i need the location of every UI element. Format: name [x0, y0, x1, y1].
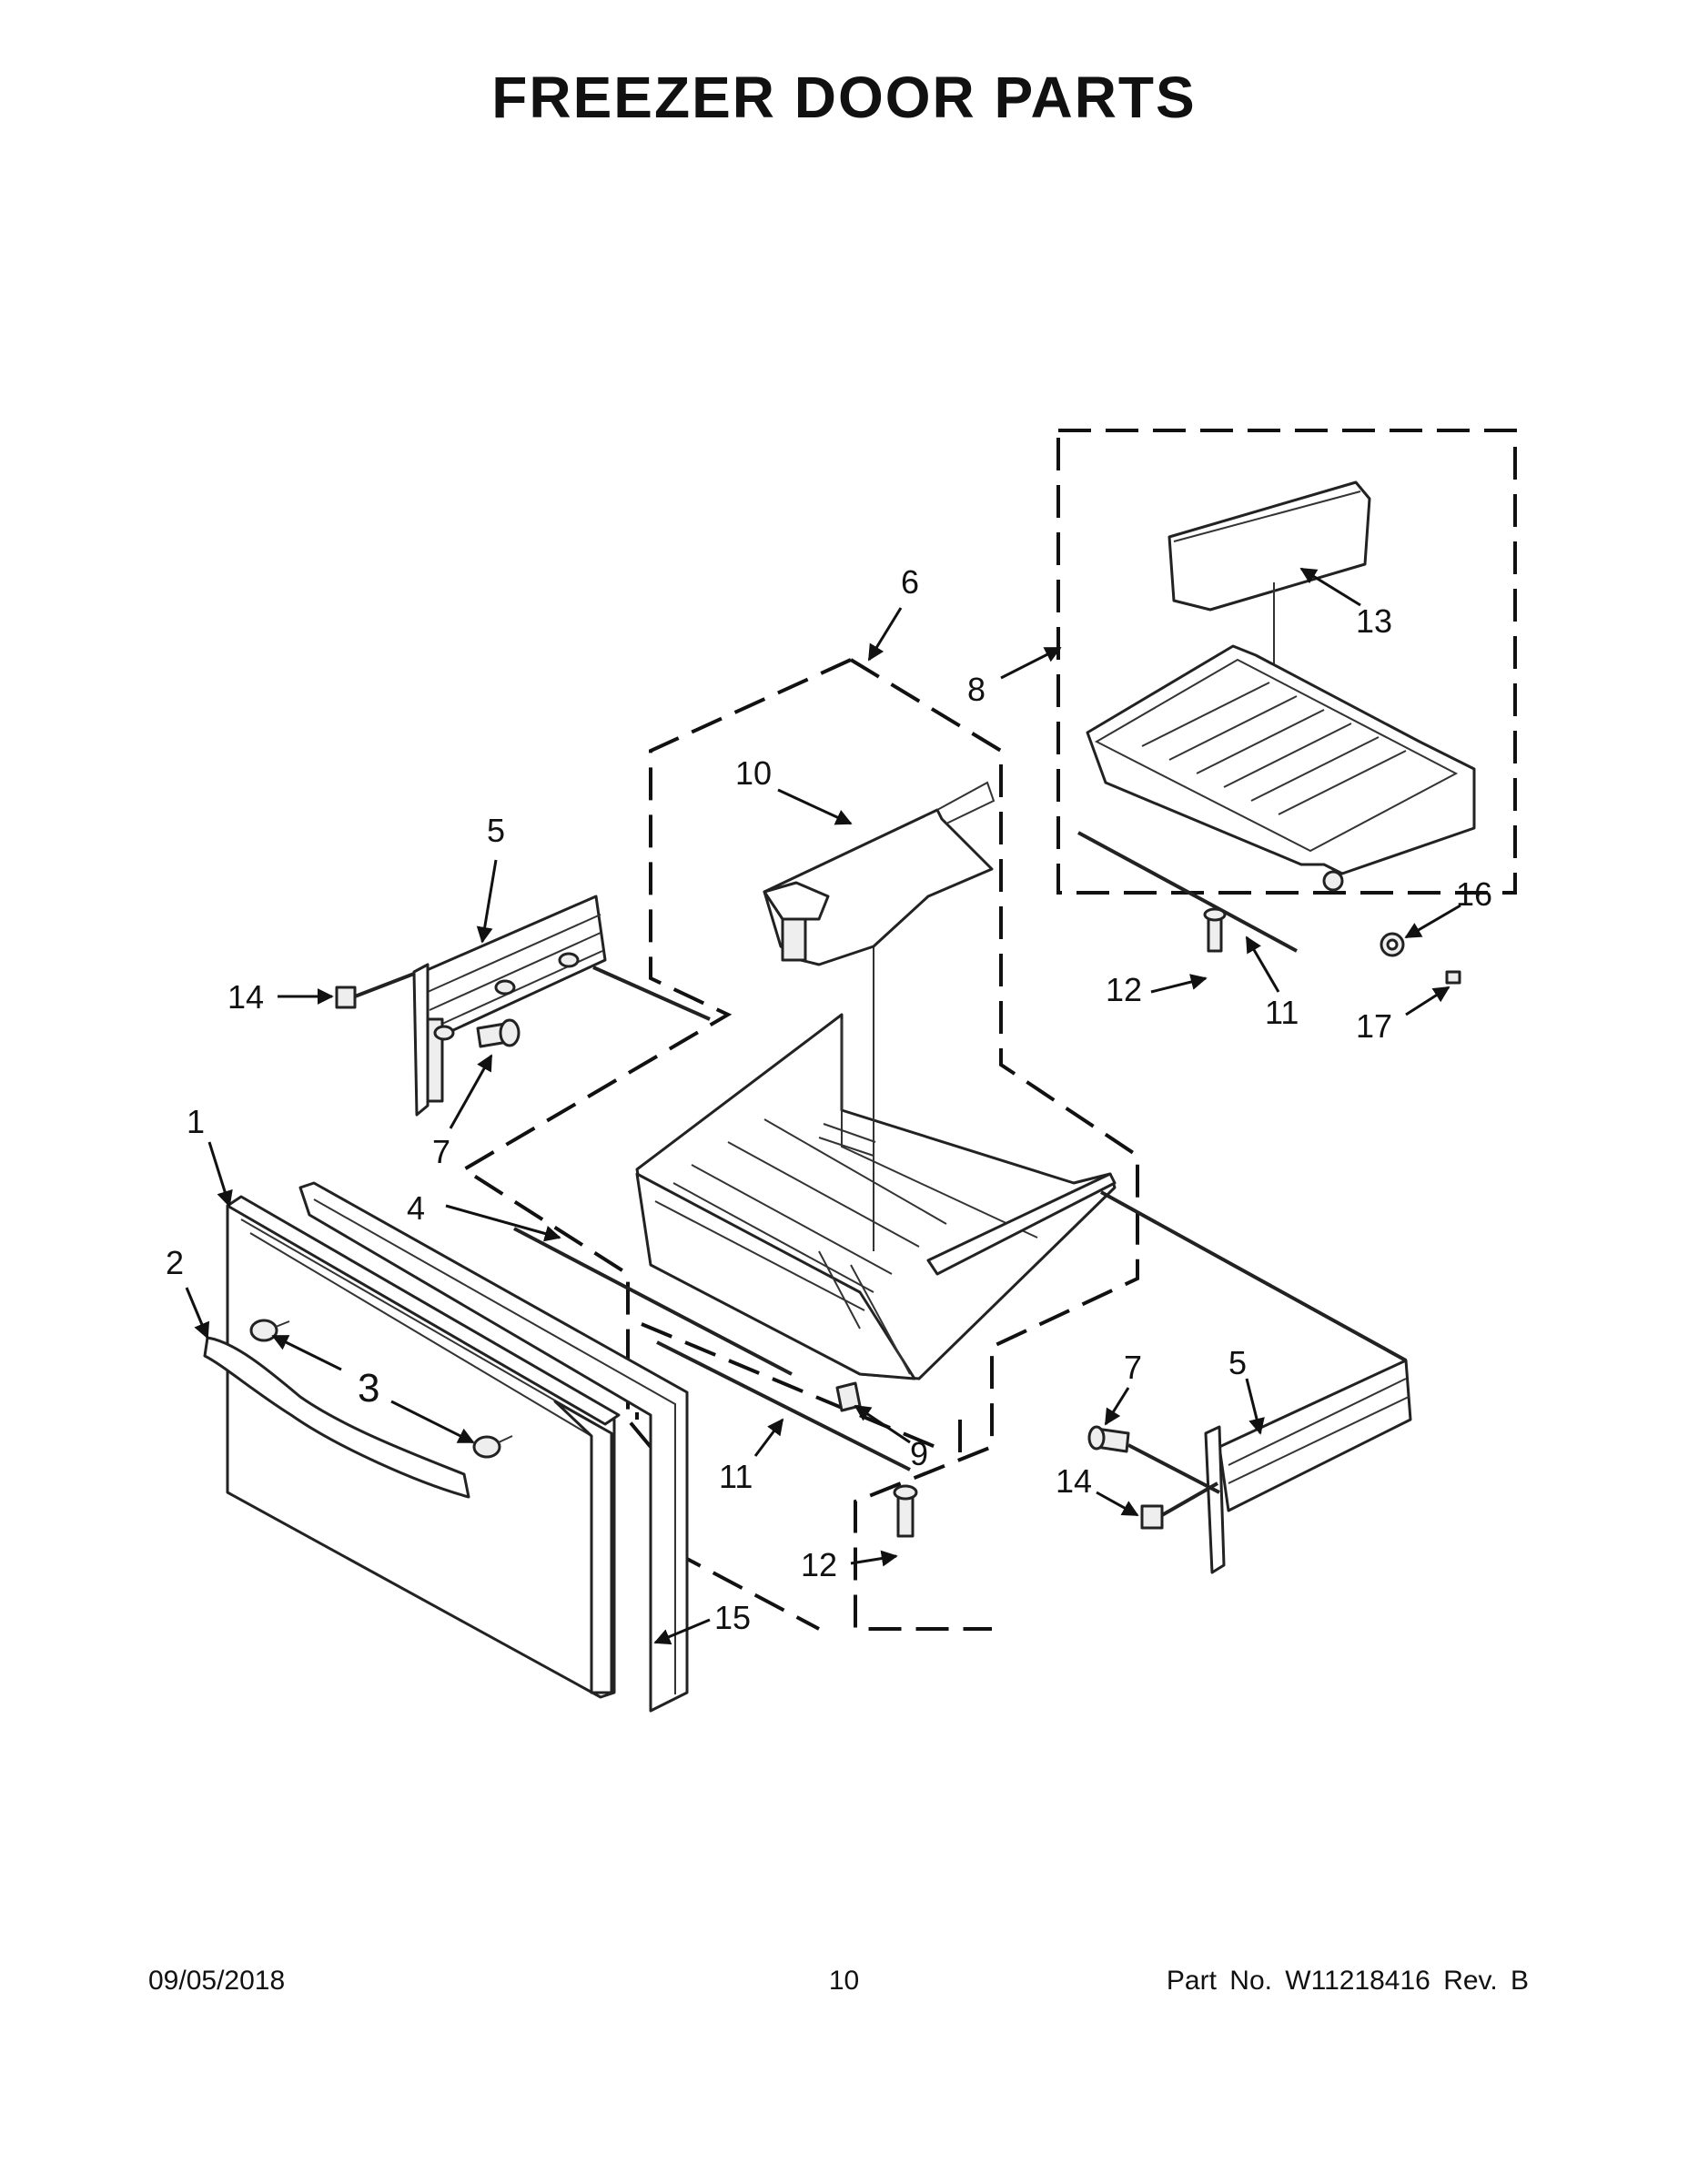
callout-5-right: 5: [1228, 1344, 1247, 1381]
callout-17: 17: [1356, 1007, 1392, 1045]
slide-rail-left: [412, 895, 711, 1117]
clip-14-left: [335, 972, 415, 1009]
clip-14-right: [1140, 1481, 1218, 1530]
leader-7-left: [449, 1054, 493, 1129]
bin-10: [763, 781, 996, 966]
door-gasket: [298, 1181, 689, 1713]
page-title: FREEZER DOOR PARTS: [491, 65, 1197, 130]
leader-11-center: [753, 1418, 784, 1457]
callout-14-right: 14: [1056, 1462, 1092, 1500]
leader-17: [1405, 986, 1450, 1016]
door-handle: [203, 1336, 470, 1499]
footer-date: 09/05/2018: [148, 1966, 286, 1996]
screw-7-right: [1087, 1425, 1220, 1494]
footer-part-number: Part No. W11218416 Rev. B: [1166, 1966, 1529, 1996]
callout-9: 9: [910, 1435, 928, 1472]
leader-4: [445, 1204, 561, 1242]
leader-7-right: [1104, 1387, 1130, 1426]
leader-1: [207, 1141, 233, 1208]
callout-13: 13: [1356, 602, 1392, 640]
leader-12-center: [850, 1550, 898, 1567]
callout-10: 10: [735, 754, 772, 792]
callout-12-right: 12: [1106, 971, 1142, 1008]
callout-12-center: 12: [801, 1546, 837, 1583]
callout-16: 16: [1456, 875, 1492, 913]
upper-drawer-basket: [1077, 644, 1476, 953]
callout-7-left: 7: [432, 1133, 450, 1170]
callout-6: 6: [901, 563, 919, 601]
assembly-8-dashed-box: [1056, 429, 1517, 895]
callout-3: 3: [358, 1366, 379, 1410]
washer-16: [1380, 932, 1405, 957]
callout-8: 8: [967, 671, 986, 708]
leader-2: [185, 1287, 210, 1340]
screw-17: [1445, 970, 1461, 985]
leader-16: [1404, 904, 1461, 939]
callout-1: 1: [187, 1103, 205, 1140]
callout-14-left: 14: [227, 978, 264, 1016]
freezer-door-panel: [226, 1195, 621, 1699]
assembly-6-dashed-outline: [849, 658, 1139, 1631]
handle-screw-right: [472, 1435, 513, 1459]
callout-2: 2: [166, 1244, 184, 1281]
leader-8: [1000, 646, 1062, 680]
screw-12-center: [893, 1484, 918, 1538]
screw-7-left: [476, 1018, 521, 1048]
leader-9: [854, 1404, 911, 1444]
leader-15: [653, 1618, 711, 1645]
leader-14-right: [1096, 1491, 1139, 1517]
footer-page-number: 10: [828, 1966, 860, 1996]
callout-7-right: 7: [1124, 1349, 1142, 1386]
freezer-basket-main: [635, 896, 1117, 1380]
leader-13: [1299, 567, 1361, 607]
callout-11-center: 11: [719, 1458, 753, 1495]
leader-12-right: [1150, 974, 1208, 994]
slide-rail-right: [1100, 1190, 1412, 1574]
leader-10: [777, 788, 853, 825]
leader-6: [867, 607, 903, 662]
leader-5-right: [1245, 1378, 1265, 1435]
leader-3-left: [271, 1334, 342, 1371]
leader-3-right: [390, 1400, 475, 1444]
rod-4: [513, 1227, 793, 1376]
callout-15: 15: [714, 1599, 751, 1636]
callout-11-right: 11: [1265, 994, 1299, 1031]
leader-5-left: [476, 859, 498, 944]
rod-11-center: [656, 1340, 911, 1471]
callout-5-left: 5: [487, 812, 505, 849]
leader-11-right: [1245, 935, 1280, 993]
screw-12-right: [1203, 907, 1227, 953]
handle-screw-left: [249, 1319, 290, 1342]
callout-4: 4: [407, 1189, 425, 1227]
